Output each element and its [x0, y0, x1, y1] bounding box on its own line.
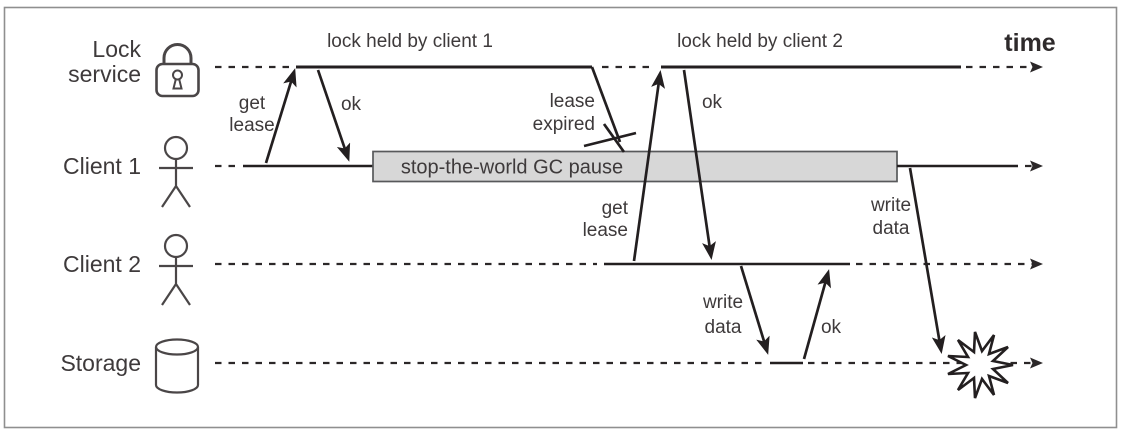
client2-write-data-label-line2: data: [705, 317, 742, 338]
lock-ok-client1-arrow: [316, 69, 351, 162]
client2-write-data-arrow: [739, 265, 770, 355]
client1-write-data-label-line1: write: [870, 195, 911, 216]
time-axis-label: time: [1004, 29, 1056, 57]
lane-lock-service: Lock service lock held by client 1 lock …: [68, 29, 1056, 98]
gc-pause-box: [372, 150, 898, 183]
lane-client1: Client 1 stop-the-world GC pause: [63, 135, 1043, 208]
person-icon: [159, 135, 193, 208]
client1-label: Client 1: [63, 153, 141, 179]
messages: get lease ok lease expired get lease ok …: [229, 66, 1014, 399]
storage-ok-arrow: [802, 269, 831, 360]
client2-get-lease-label-line2: lease: [583, 220, 628, 241]
lease-expired-label-line2: expired: [533, 114, 595, 135]
storage-label: Storage: [60, 350, 141, 376]
client2-write-data-label-line1: write: [702, 292, 743, 313]
client1-ok-label: ok: [341, 94, 362, 115]
lock-service-label-line2: service: [68, 61, 141, 87]
storage-ok-label: ok: [821, 317, 842, 338]
lock-held-client1-label: lock held by client 1: [327, 31, 493, 52]
lease-expired-label-line1: lease: [550, 91, 595, 112]
lock-held-client2-label: lock held by client 2: [677, 31, 843, 52]
client1-write-data-arrow: [908, 167, 946, 354]
client2-ok-label: ok: [702, 92, 723, 113]
person-icon: [159, 233, 193, 306]
lease-expired-line: [590, 66, 622, 143]
client1-get-lease-label-line1: get: [239, 93, 266, 114]
client1-get-lease-label-line2: lease: [229, 115, 274, 136]
padlock-icon: [155, 43, 200, 98]
lease-expired-cross-icon: [583, 123, 637, 153]
client2-get-lease-arrow: [632, 70, 666, 262]
lock-service-label-line1: Lock: [92, 36, 141, 62]
client2-get-lease-label-line1: get: [602, 198, 629, 219]
conflict-explosion-icon: [947, 331, 1014, 399]
gc-pause-label: stop-the-world GC pause: [401, 157, 623, 179]
lock-ok-client2-arrow: [682, 69, 716, 260]
client1-get-lease-arrow: [264, 68, 297, 164]
client1-write-data-label-line2: data: [873, 218, 910, 239]
lane-client2: Client 2: [63, 233, 1043, 306]
database-cylinder-icon: [154, 338, 200, 394]
client2-label: Client 2: [63, 251, 141, 277]
